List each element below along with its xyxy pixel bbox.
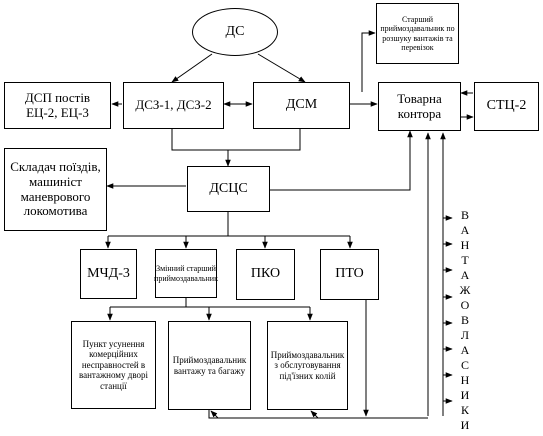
side-label-letter: В xyxy=(460,208,469,222)
arrow-dscs-tovarna xyxy=(270,130,413,191)
node-dsz: ДСЗ-1, ДСЗ-2 xyxy=(123,82,224,129)
node-pto: ПТО xyxy=(320,249,379,300)
node-dscs: ДСЦС xyxy=(187,166,270,212)
arrow-bottom-to-obslug xyxy=(310,410,319,419)
node-dsp: ДСП постів ЕЦ-2, ЕЦ-3 xyxy=(4,82,111,129)
node-obslug: Приймоздавальник з обслуговування під'їз… xyxy=(267,321,348,410)
line-dsz-dsm-join xyxy=(171,129,301,151)
side-label-letter: И xyxy=(460,418,470,432)
arrow-tovarna-senior xyxy=(361,30,376,92)
side-label-letter: Л xyxy=(460,328,470,342)
node-ds: ДС xyxy=(192,8,278,56)
node-mchd: МЧД-3 xyxy=(80,249,137,299)
side-label-letter: Ж xyxy=(459,283,471,297)
side-label-letter: О xyxy=(460,298,470,312)
arrow-ds-dsm xyxy=(257,53,306,83)
node-skladach: Складач поїздів, машиніст маневрового ло… xyxy=(4,148,107,231)
node-senior-top: Старший приймоздавальник по розшуку вант… xyxy=(376,3,459,64)
side-label-letter: Н xyxy=(460,373,470,387)
side-label-letter: В xyxy=(460,313,469,327)
node-punkt: Пункт усунення комерційних несправностей… xyxy=(71,321,156,409)
side-label-letter: И xyxy=(460,388,470,402)
node-stc: СТЦ-2 xyxy=(474,82,539,131)
arrow-ds-dsz xyxy=(171,53,213,83)
node-dsm: ДСМ xyxy=(253,82,350,129)
side-label-letter: С xyxy=(460,358,469,372)
side-label-letter: А xyxy=(460,343,470,357)
node-pryimozd: Приймоздавальник вантажу та багажу xyxy=(168,321,251,410)
node-pko: ПКО xyxy=(236,249,295,300)
side-label-letter: Н xyxy=(460,238,470,252)
side-label-letter: А xyxy=(460,268,470,282)
node-zminnyi: Змінний старший приймоздавальник xyxy=(154,249,218,298)
line-bottom-return xyxy=(208,410,428,419)
node-tovarna: Товарна контора xyxy=(378,82,461,131)
side-label-letter: А xyxy=(460,223,470,237)
arrow-bottom-to-pryimozd xyxy=(210,410,219,419)
side-label-letter: Т xyxy=(461,253,469,267)
side-label-letter: К xyxy=(460,403,469,417)
